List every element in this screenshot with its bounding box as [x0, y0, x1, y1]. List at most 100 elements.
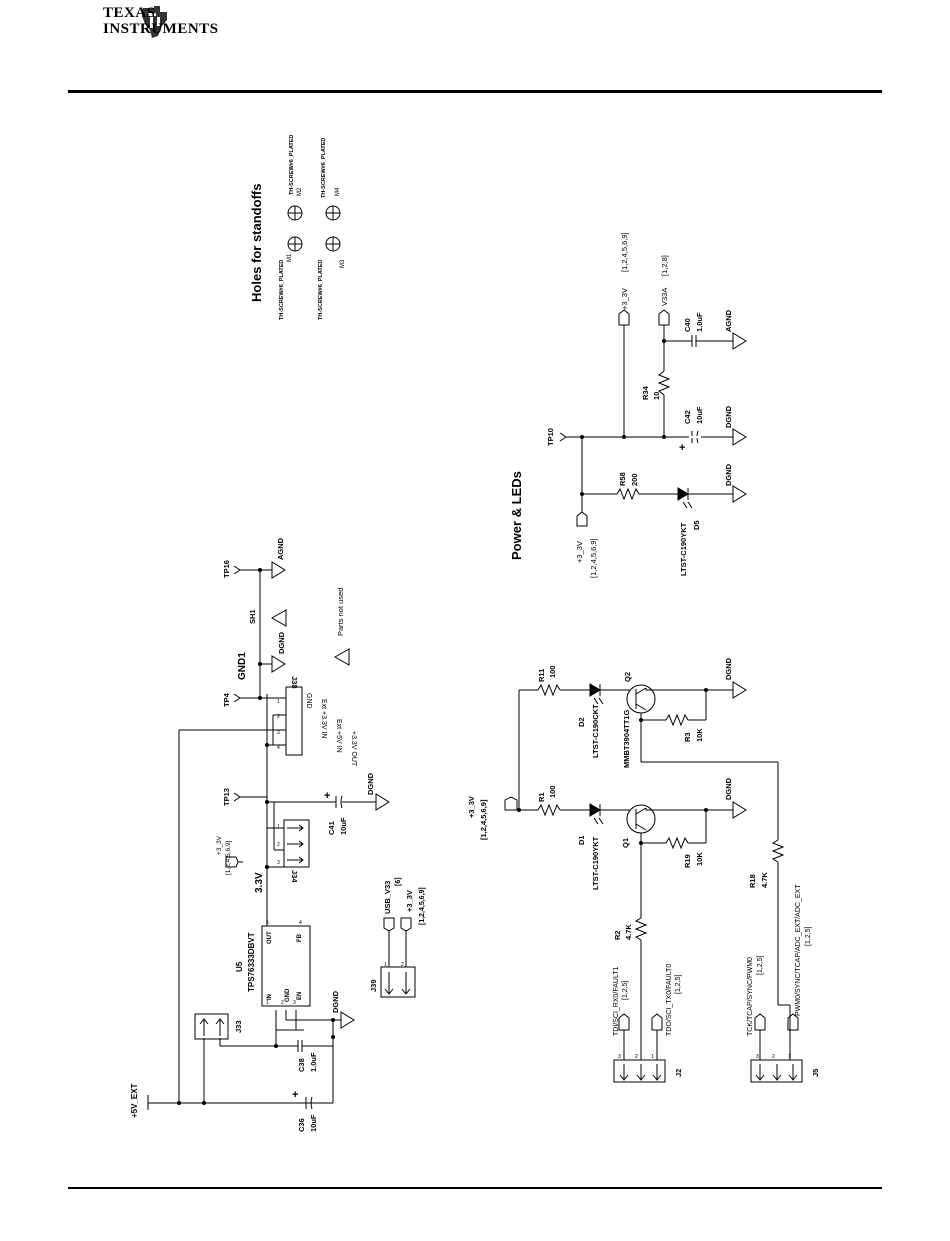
agnd-symbol-right: [732, 332, 747, 350]
dgnd-c41-symbol: [375, 793, 390, 811]
net33-in-pages: [1,2,4,5,6,9]: [589, 538, 598, 578]
j5-net-b-label: PWM0/SYNC/TCAP/ADC_EXT/ADC_EXT: [795, 884, 802, 1016]
net33-in-label: +3_3V: [575, 541, 584, 563]
q1-ref: Q1: [621, 838, 630, 848]
j38-num-2: 2: [277, 714, 280, 720]
footer-rule: [68, 1187, 882, 1189]
r58-val: 200: [630, 473, 639, 486]
j5-header: [750, 1059, 803, 1083]
d1-part: LTST-C190YKT: [591, 836, 600, 890]
j38-num-4: 4: [277, 745, 280, 751]
u5-pin-3: 3: [293, 1000, 296, 1006]
r1-ref: R1: [537, 792, 546, 802]
u5-ref: U5: [235, 961, 244, 972]
dgnd-u5-label: DGND: [331, 990, 340, 1013]
q2-transistor: [626, 684, 656, 714]
j34-pin-2: 2: [277, 842, 280, 848]
label-3v3: 3.3V: [254, 872, 265, 893]
j34-header: [283, 819, 310, 868]
hole-m1-part: TH-SCREW#6_PLATED: [279, 260, 285, 320]
r34-ref: R34: [641, 385, 650, 400]
c38-val: 1.0uF: [309, 1052, 318, 1072]
r1-val: 100: [548, 785, 557, 798]
q2-ref: Q2: [623, 672, 632, 682]
net33-top-pages: [1,2,4,5,6,9]: [620, 232, 629, 272]
ext5v-label: +5V_EXT: [130, 1083, 139, 1118]
j38-header: [285, 686, 303, 756]
brand-line1: TEXAS: [103, 5, 156, 21]
r3-val: 10K: [695, 728, 704, 742]
j39-header: [380, 966, 416, 998]
net33-flag-left: [225, 856, 239, 868]
r2-ref: R2: [613, 930, 622, 940]
sh1-label: SH1: [248, 609, 257, 624]
dgnd-d5-label: DGND: [724, 463, 733, 486]
dgnd-c41-label: DGND: [366, 772, 375, 795]
d1-ref: D1: [577, 835, 586, 845]
j2-pin-3: 3: [618, 1054, 621, 1060]
d1-led: [589, 803, 601, 817]
j39-usb-label: USB_V33: [383, 881, 392, 914]
j5-pin-1: 1: [788, 1054, 791, 1060]
dgnd-u5-symbol: [340, 1011, 355, 1029]
q1-transistor: [626, 804, 656, 834]
j39-usb-pages: [6]: [395, 877, 402, 886]
u5-pin-1: 1: [266, 1000, 269, 1006]
hole-m3: M3 TH-SCREW#6_PLATED: [318, 236, 346, 320]
j5-net-a-label: TCK/TCAP/SYNC/PWM0: [747, 957, 754, 1036]
c40-val: 1.0uF: [695, 312, 704, 332]
j2-net-a-label: TDI/SCI_RX0/FAULT1: [613, 966, 620, 1036]
dgnd-j38-label: DGND: [277, 631, 286, 654]
q-part-label: MMBT3904TT1G: [622, 709, 631, 768]
hole-m3-part: TH-SCREW#6_PLATED: [318, 260, 324, 320]
j2-net-b-flag: [651, 1013, 663, 1031]
r58-ref: R58: [618, 472, 627, 486]
dgnd-c42-label: DGND: [724, 405, 733, 428]
dgnd-q1-label: DGND: [724, 777, 733, 800]
hole-m4: M4 TH-SCREW#6_PLATED: [321, 138, 341, 221]
tp4-label: TP4: [222, 692, 231, 707]
dgnd-q2-symbol: [732, 681, 747, 699]
sh1-triangle: [270, 609, 287, 627]
c42-val: 10uF: [695, 406, 704, 424]
led-net33-label: +3_3V: [467, 796, 476, 818]
c41-plus: +: [324, 790, 330, 802]
j38-num-3: 3: [277, 730, 280, 736]
j39-net33-flag: [400, 917, 412, 932]
hole-m3-ref: M3: [340, 259, 346, 268]
u5-part: TPS76333DBVT: [247, 932, 256, 992]
brand-line2: INSTRUMENTS: [103, 21, 219, 37]
hole-m2: M2 TH-SCREW#6_PLATED: [287, 135, 303, 221]
led-net33-pages: [1,2,4,5,6,9]: [479, 799, 488, 840]
header-rule: [68, 90, 882, 93]
net33-in-flag: [576, 511, 588, 527]
r18-val: 4.7K: [760, 872, 769, 888]
d2-led: [589, 683, 601, 697]
tp10-label: TP10: [546, 428, 555, 446]
r19-ref: R19: [683, 854, 692, 868]
j34-pin-1: 1: [277, 824, 280, 830]
tp16-label: TP16: [222, 560, 231, 578]
u5-body: [261, 925, 311, 1007]
usb-v33-flag: [383, 917, 395, 932]
v33a-pages: [1,2,8]: [660, 255, 669, 276]
c41-ref: C41: [327, 821, 336, 835]
j39-pin-2: 2: [401, 962, 404, 968]
u5-pin-gnd: GND: [285, 988, 291, 1002]
r11-val: 100: [548, 665, 557, 678]
parts-not-used-triangle: [333, 648, 350, 666]
c40-ref: C40: [683, 318, 692, 332]
j2-net-a-flag: [618, 1013, 630, 1031]
d5-led: [677, 487, 689, 501]
j2-pin-2: 2: [635, 1054, 638, 1060]
j39-net33-label: +3_3V: [405, 890, 414, 912]
tp13-label: TP13: [222, 788, 231, 806]
r34-val: 10: [652, 392, 661, 400]
c36-plus: +: [292, 1089, 298, 1101]
r11-ref: R11: [537, 669, 546, 682]
gnd1-label: GND1: [237, 652, 248, 680]
j38-pin-out: +3.3V OUT: [350, 731, 357, 767]
c42-plus: +: [679, 442, 685, 454]
j2-net-b-label: TDO/SCI_TX0/FAULT0: [666, 964, 673, 1036]
